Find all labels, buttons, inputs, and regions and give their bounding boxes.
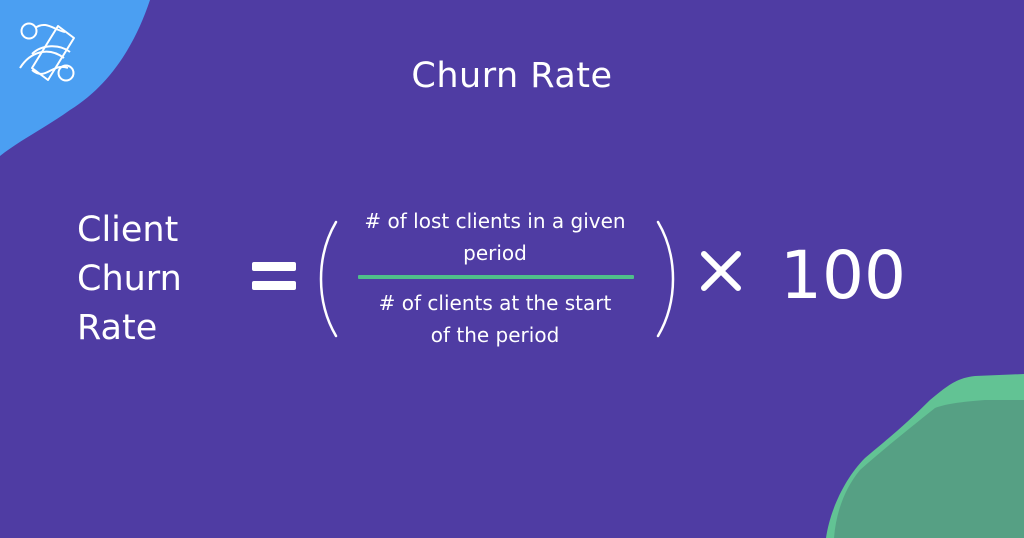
lhs-line: Rate xyxy=(77,308,158,348)
numerator: # of lost clients in a given period xyxy=(352,205,638,269)
multiply-icon xyxy=(701,251,741,291)
numerator-line: period xyxy=(463,241,527,265)
bottom-right-dark-green-shape xyxy=(834,400,1024,538)
multiplier-value: 100 xyxy=(780,237,906,314)
numerator-line: # of lost clients in a given xyxy=(364,209,626,233)
page-title: Churn Rate xyxy=(411,56,613,96)
formula-lhs: Client Churn Rate xyxy=(77,206,182,353)
left-parenthesis xyxy=(319,220,338,338)
logo-icon xyxy=(19,22,75,82)
denominator-line: # of clients at the start xyxy=(378,291,612,315)
lhs-line: Churn xyxy=(77,259,182,299)
fraction: # of lost clients in a given period # of… xyxy=(352,205,638,351)
top-left-blue-shape xyxy=(0,0,150,156)
denominator: # of clients at the start of the period xyxy=(352,287,638,351)
fraction-bar xyxy=(358,275,634,279)
equals-sign xyxy=(252,262,296,292)
right-parenthesis xyxy=(656,220,675,338)
denominator-line: of the period xyxy=(430,323,560,347)
lhs-line: Client xyxy=(77,210,179,250)
